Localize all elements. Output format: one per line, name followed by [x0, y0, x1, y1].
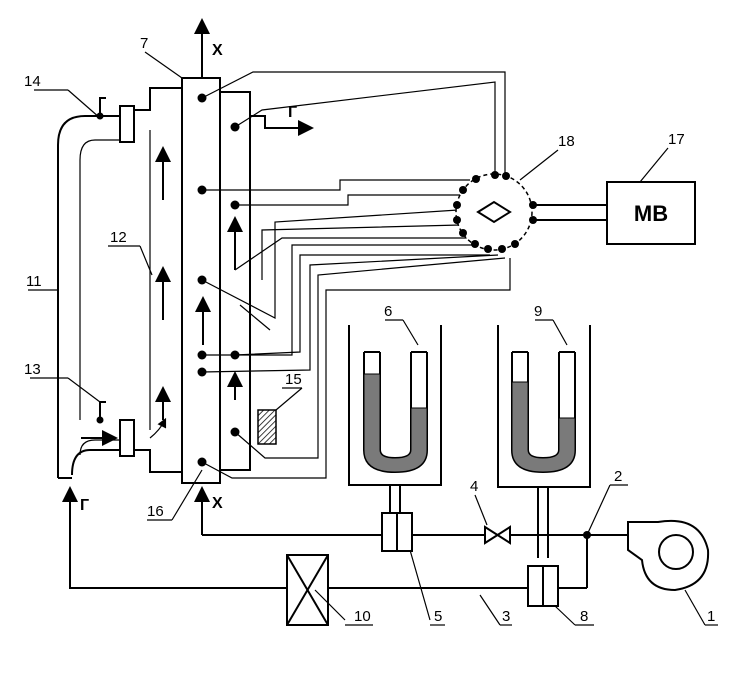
gas-outlet-label: Г	[288, 104, 297, 121]
label-14: 14	[24, 73, 41, 90]
blower-1	[627, 519, 710, 592]
label-7: 7	[140, 35, 148, 52]
label-4: 4	[470, 478, 478, 495]
label-1: 1	[707, 608, 715, 625]
label-9: 9	[534, 303, 542, 320]
millivoltmeter-label: MB	[634, 201, 668, 226]
sensor-leads	[201, 71, 511, 479]
flowmeter-5	[381, 512, 413, 552]
label-18: 18	[558, 133, 575, 150]
label-5: 5	[434, 608, 442, 625]
valve-14	[99, 97, 106, 116]
sample-15	[257, 409, 277, 445]
label-16: 16	[147, 503, 164, 520]
label-8: 8	[580, 608, 588, 625]
switch-18	[453, 171, 607, 253]
label-2: 2	[614, 468, 622, 485]
valve-4	[484, 525, 511, 545]
bottom-flange	[119, 419, 135, 457]
label-12: 12	[110, 229, 127, 246]
label-13: 13	[24, 361, 41, 378]
exchanger-column: X X Г	[119, 18, 314, 535]
flowmeter-8	[527, 565, 559, 607]
air-piping: Г	[62, 486, 628, 589]
millivoltmeter-box	[606, 181, 696, 245]
top-flange	[119, 105, 135, 143]
gas-inlet-label: Г	[80, 497, 89, 514]
bypass-pipe	[57, 97, 167, 479]
label-3: 3	[502, 608, 510, 625]
bottom-inlet-label: X	[212, 495, 223, 512]
callouts: 7 18 17 14 11 12 13 6 9 15 2 4 16 10 5 3…	[24, 35, 718, 626]
label-15: 15	[285, 371, 302, 388]
manometer-6	[348, 325, 442, 513]
top-outlet-label: X	[212, 42, 223, 59]
label-11: 11	[26, 273, 42, 290]
label-17: 17	[668, 131, 685, 148]
filter-10	[286, 554, 329, 626]
label-6: 6	[384, 303, 392, 320]
manometer-9	[497, 325, 591, 558]
label-10: 10	[354, 608, 371, 625]
